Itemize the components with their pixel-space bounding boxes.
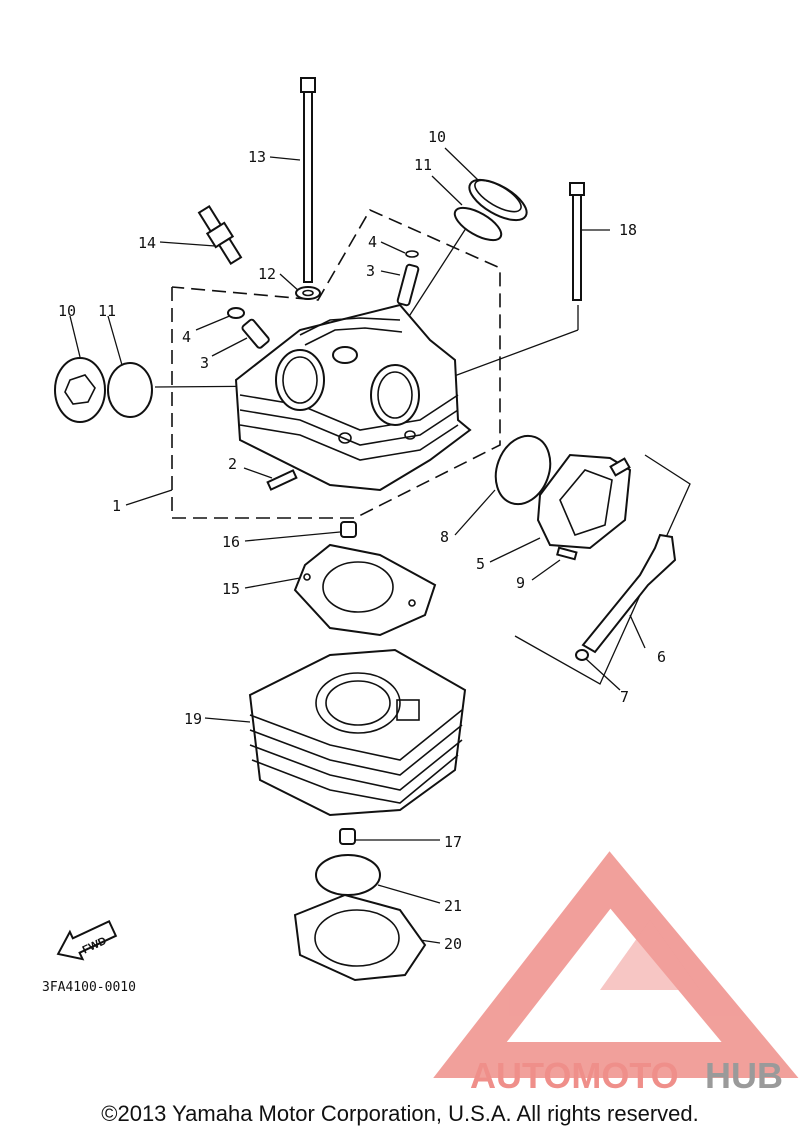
callout-17: 17 bbox=[444, 833, 462, 851]
part-4-clip-top bbox=[405, 250, 419, 258]
callout-10-top: 10 bbox=[428, 128, 446, 146]
part-20-base-gasket bbox=[293, 893, 427, 982]
part-11-o-ring-top bbox=[453, 206, 503, 242]
callout-1: 1 bbox=[112, 497, 121, 515]
watermark-text-part2: HUB bbox=[705, 1055, 783, 1096]
callout-7: 7 bbox=[620, 688, 629, 706]
copyright-notice: ©2013 Yamaha Motor Corporation, U.S.A. A… bbox=[101, 1101, 699, 1126]
part-10-tappet-cap-top bbox=[468, 178, 528, 222]
part-10-tappet-cap-left bbox=[54, 357, 106, 423]
callout-14: 14 bbox=[138, 234, 156, 252]
part-3-valve-guide-left bbox=[241, 318, 270, 349]
callout-10-left: 10 bbox=[58, 302, 76, 320]
callout-19: 19 bbox=[184, 710, 202, 728]
part-3-valve-guide-top bbox=[396, 263, 420, 307]
callout-13: 13 bbox=[248, 148, 266, 166]
part-17-dowel-pin bbox=[339, 828, 356, 845]
watermark-logo bbox=[433, 851, 799, 1078]
part-15-head-gasket bbox=[293, 543, 437, 637]
callout-5: 5 bbox=[476, 555, 485, 573]
part-11-o-ring-left bbox=[107, 362, 153, 418]
diagram-code: 3FA4100-0010 bbox=[42, 980, 136, 995]
callout-9: 9 bbox=[516, 574, 525, 592]
part-16-dowel-pin bbox=[340, 521, 357, 538]
part-21-o-ring bbox=[315, 854, 381, 896]
part-4-clip-left bbox=[227, 307, 245, 319]
part-13-long-bolt bbox=[300, 77, 316, 283]
callout-3-top: 3 bbox=[366, 262, 375, 280]
part-7-clamp bbox=[575, 649, 589, 661]
callout-4-left: 4 bbox=[182, 328, 191, 346]
fwd-arrow-icon bbox=[56, 920, 118, 961]
part-14-spark-plug bbox=[197, 205, 243, 265]
callout-15: 15 bbox=[222, 580, 240, 598]
callout-11-top: 11 bbox=[414, 156, 432, 174]
callout-3-left: 3 bbox=[200, 354, 209, 372]
leader-lines bbox=[69, 147, 646, 944]
callout-18: 18 bbox=[619, 221, 637, 239]
part-8-gasket bbox=[494, 434, 552, 506]
part-9-screw bbox=[556, 546, 578, 561]
callout-21: 21 bbox=[444, 897, 462, 915]
part-5-breather-cover bbox=[536, 453, 632, 550]
part-1-cylinder-head bbox=[234, 303, 472, 492]
callout-20: 20 bbox=[444, 935, 462, 953]
callout-11-left: 11 bbox=[98, 302, 116, 320]
part-18-stud-bolt bbox=[569, 182, 585, 301]
callout-6: 6 bbox=[657, 648, 666, 666]
callout-2: 2 bbox=[228, 455, 237, 473]
part-19-cylinder bbox=[248, 648, 467, 817]
watermark-text-part1: AUTOMOTO bbox=[470, 1055, 679, 1096]
part-6-breather-hose bbox=[581, 533, 677, 654]
callout-8: 8 bbox=[440, 528, 449, 546]
head-assembly-dashed-box bbox=[171, 208, 501, 519]
part-12-washer bbox=[295, 286, 321, 300]
part-2-stud bbox=[266, 469, 298, 491]
callout-12: 12 bbox=[258, 265, 276, 283]
callout-16: 16 bbox=[222, 533, 240, 551]
callout-4-top: 4 bbox=[368, 233, 377, 251]
